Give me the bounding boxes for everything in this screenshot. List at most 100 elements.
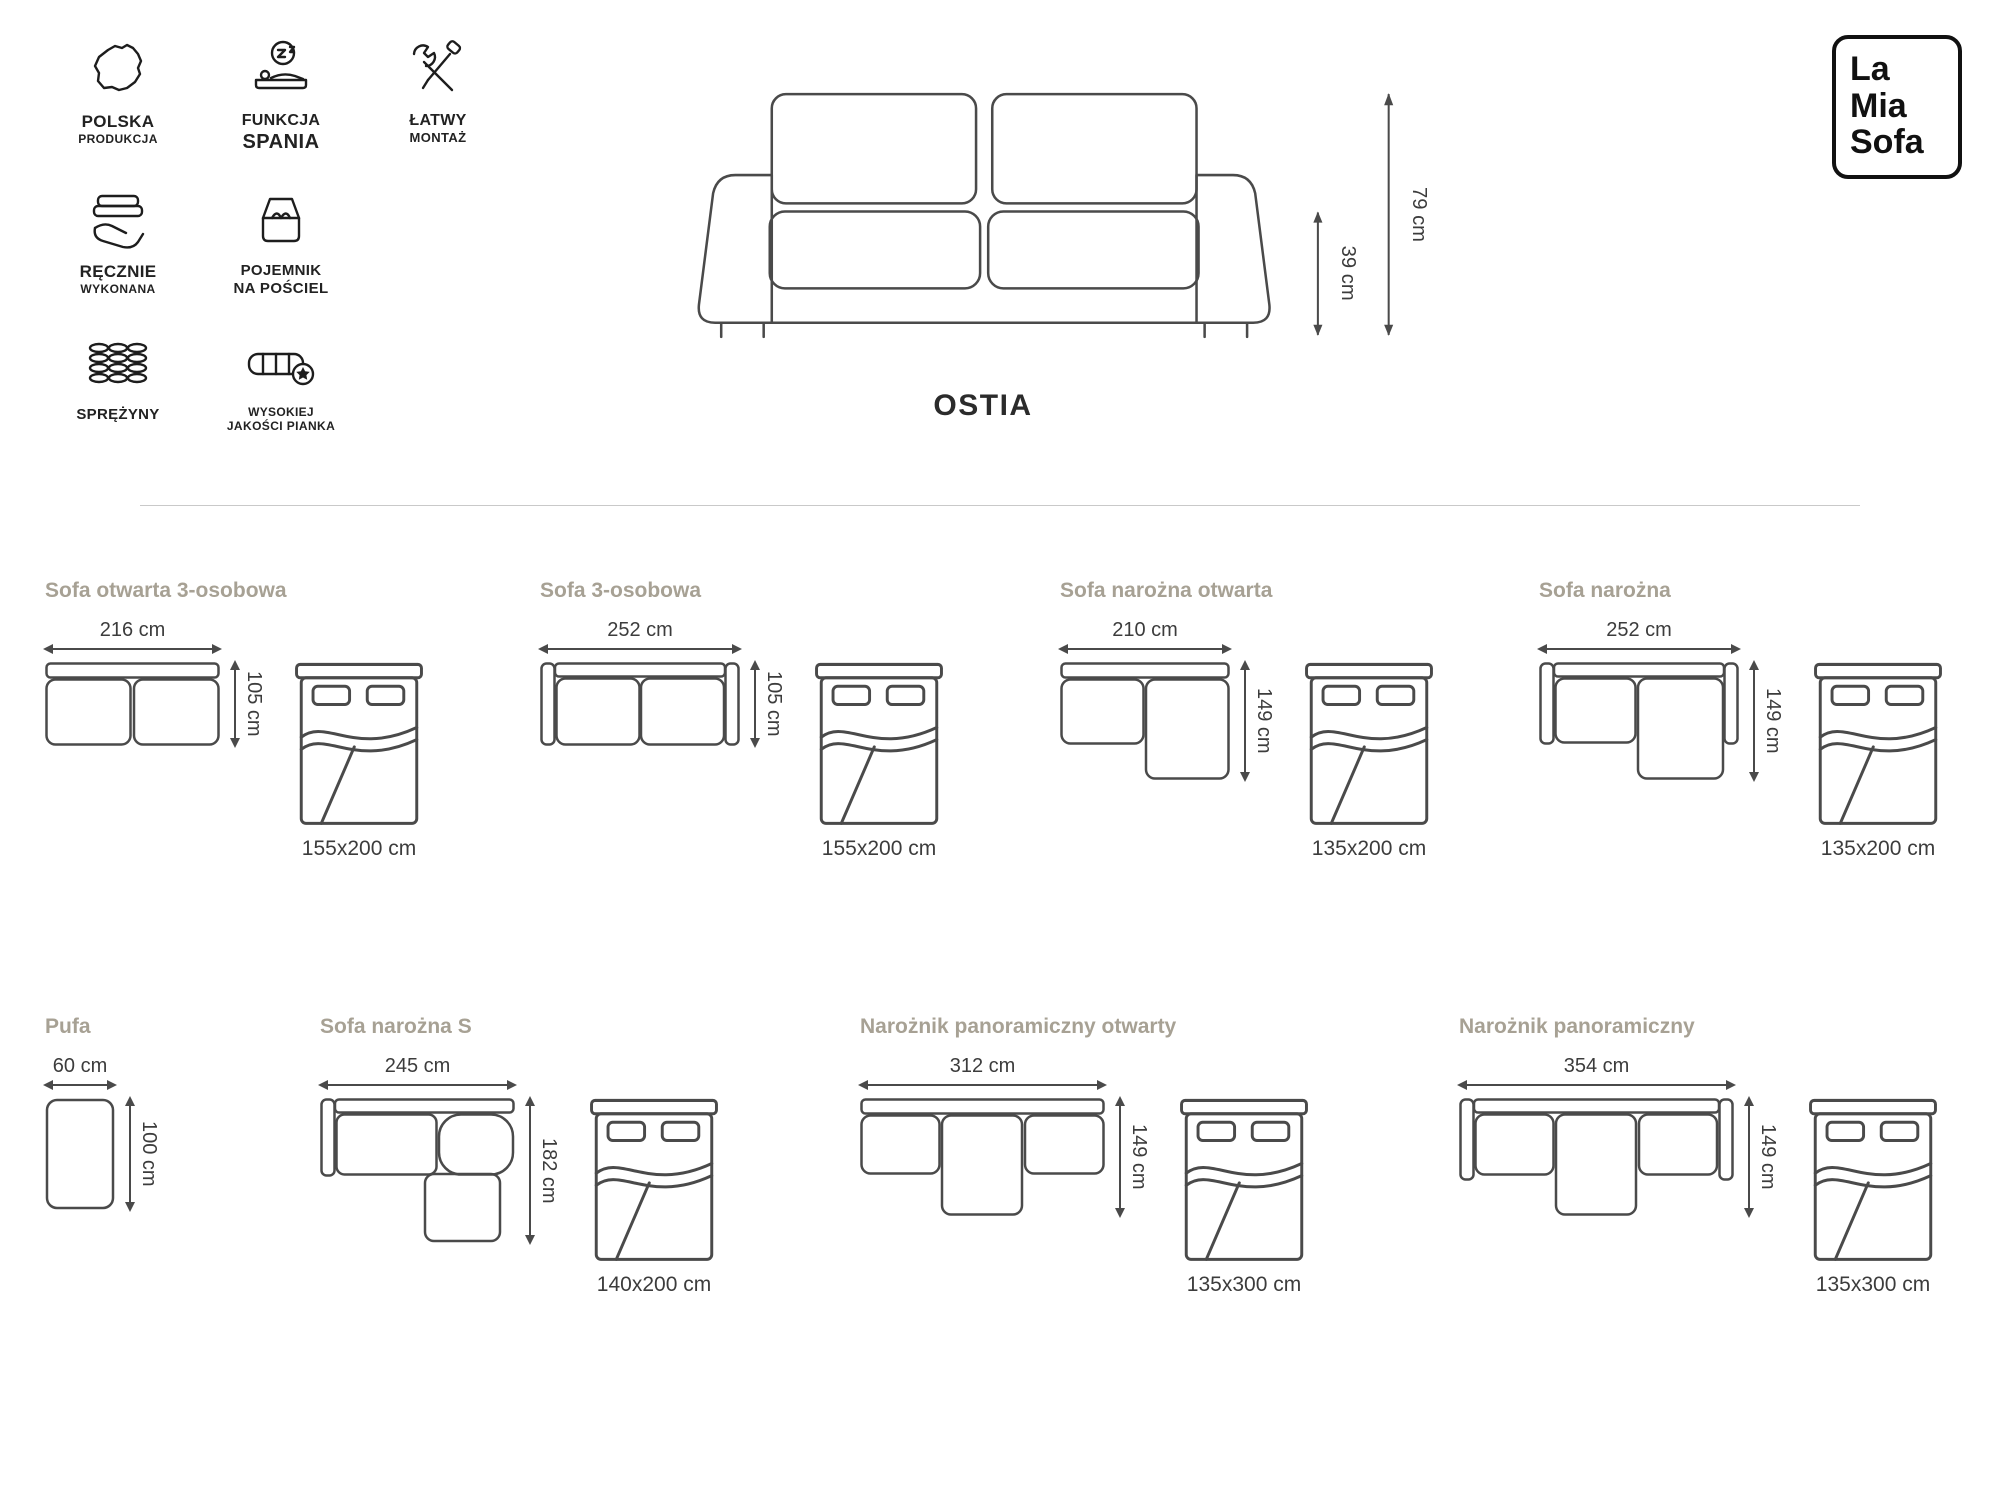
feature-sprezyny: SPRĘŻYNY [42,332,194,434]
feature-sublabel: SPANIA [242,131,320,154]
feature-label: ŁATWY [409,112,467,129]
foam-quality-icon [245,332,317,399]
bed-size: 135x200 cm [1820,837,1936,860]
feature-funkcja-spania: FUNKCJA SPANIA [200,38,362,154]
feature-sublabel: PRODUKCJA [78,131,158,146]
config-title: Sofa narożna otwarta [1060,579,1273,602]
feature-sublabel: NA POŚCIEL [233,279,329,297]
bed-top-view [815,662,943,825]
feature-sublabel: MONTAŻ [409,130,467,146]
feature-label: SPRĘŻYNY [76,405,160,423]
width-arrow [43,644,222,654]
bed-size: 140x200 cm [596,1273,712,1296]
product-name: OSTIA [933,389,1033,422]
config-naroznik-panoramiczny: Narożnik panoramiczny 354 cm 149 cm [1457,1015,1939,1297]
sofa-top-view [1060,662,1230,780]
storage-container-icon [249,188,313,255]
bed-size: 155x200 cm [821,837,937,860]
feature-label: POJEMNIK [240,262,322,280]
depth-dimension: 149 cm [1762,688,1784,754]
brand-line: La [1850,50,1890,88]
config-title: Narożnik panoramiczny otwarty [860,1015,1177,1038]
brand-logo: La Mia Sofa [1832,35,1962,180]
bed-top-view [1809,1098,1937,1261]
bed-top-view [590,1098,718,1261]
sofa-top-view [540,662,740,746]
width-dimension: 216 cm [99,619,166,641]
depth-dimension: 149 cm [1128,1124,1150,1190]
width-dimension: 245 cm [384,1055,451,1077]
config-sofa-narozna-otwarta: Sofa narożna otwarta 210 cm 149 cm [1058,579,1435,861]
depth-arrow [1115,1096,1125,1218]
bed-top-view [1305,662,1433,825]
config-title: Narożnik panoramiczny [1459,1015,1695,1038]
config-sofa-narozna-s: Sofa narożna S 245 cm 182 cm [318,1015,720,1297]
depth-arrow [1744,1096,1754,1218]
sleep-function-icon [249,38,313,105]
width-arrow [538,644,742,654]
config-sofa-3-osobowa: Sofa 3-osobowa 252 cm 105 cm [538,579,945,861]
total-height-dimension: 79 cm [1408,187,1430,242]
bed-size: 135x300 cm [1815,1273,1931,1296]
config-title: Sofa narożna S [320,1015,472,1038]
depth-arrow [750,660,760,748]
feature-label: POLSKA [81,112,155,131]
config-title: Sofa otwarta 3-osobowa [45,579,287,602]
depth-arrow [1240,660,1250,782]
brand-line: Sofa [1850,123,1924,162]
divider [140,505,1860,506]
config-title: Sofa narożna [1539,579,1671,602]
width-arrow [318,1080,517,1090]
width-dimension: 252 cm [1606,619,1672,641]
width-dimension: 210 cm [1112,619,1178,641]
sofa-top-view [1539,662,1739,780]
depth-dimension: 105 cm [763,671,785,737]
bed-size: 135x300 cm [1186,1273,1302,1296]
depth-dimension: 149 cm [1757,1124,1779,1190]
sofa-top-view [860,1098,1105,1216]
feature-recznie-wykonana: RĘCZNIE WYKONANA [42,188,194,297]
config-sofa-otwarta-3-osobowa: Sofa otwarta 3-osobowa 216 cm 105 cm [43,579,425,861]
depth-arrow [125,1096,135,1212]
depth-arrow [1749,660,1759,782]
config-pufa: Pufa 60 cm 100 cm [43,1015,160,1212]
depth-arrow [230,660,240,748]
pouf-top-view [45,1098,115,1210]
sofa-front-view: 39 cm 79 cm [697,92,1430,339]
width-arrow [1457,1080,1736,1090]
sofa-top-view [1459,1098,1734,1216]
feature-label: WYSOKIEJ [248,404,314,419]
hero-dimensions: 39 cm 79 cm [1313,93,1430,336]
hand-made-icon [86,188,150,255]
springs-icon [86,332,150,399]
feature-wysokiej-jakosci-pianka: WYSOKIEJ JAKOŚCI PIANKA [200,332,362,434]
width-dimension: 312 cm [949,1055,1016,1077]
feature-sublabel: JAKOŚCI PIANKA [226,419,336,434]
bed-top-view [1814,662,1942,825]
depth-arrow [525,1096,535,1245]
poland-map-icon [86,38,150,105]
width-dimension: 252 cm [607,619,673,641]
config-title: Pufa [45,1015,91,1038]
feature-label: RĘCZNIE [79,262,157,282]
depth-dimension: 105 cm [243,671,265,737]
width-dimension: 60 cm [52,1055,108,1077]
config-title: Sofa 3-osobowa [540,579,702,602]
brand-line: Mia [1850,86,1907,125]
hero-product: 39 cm 79 cm OSTIA [670,80,1450,423]
feature-label: FUNKCJA [241,112,321,129]
width-arrow [1537,644,1741,654]
feature-pojemnik-na-posciel: POJEMNIK NA POŚCIEL [200,188,362,297]
sofa-top-view [45,662,220,746]
depth-dimension: 100 cm [138,1121,160,1187]
feature-list: POLSKA PRODUKCJA FUNKCJA SPANIA [42,38,508,434]
width-arrow [43,1080,117,1090]
tools-icon [406,38,470,105]
bed-size: 155x200 cm [301,837,417,860]
bed-top-view [295,662,423,825]
width-arrow [1058,644,1232,654]
bed-top-view [1180,1098,1308,1261]
depth-dimension: 182 cm [538,1137,560,1204]
width-dimension: 354 cm [1563,1055,1630,1077]
